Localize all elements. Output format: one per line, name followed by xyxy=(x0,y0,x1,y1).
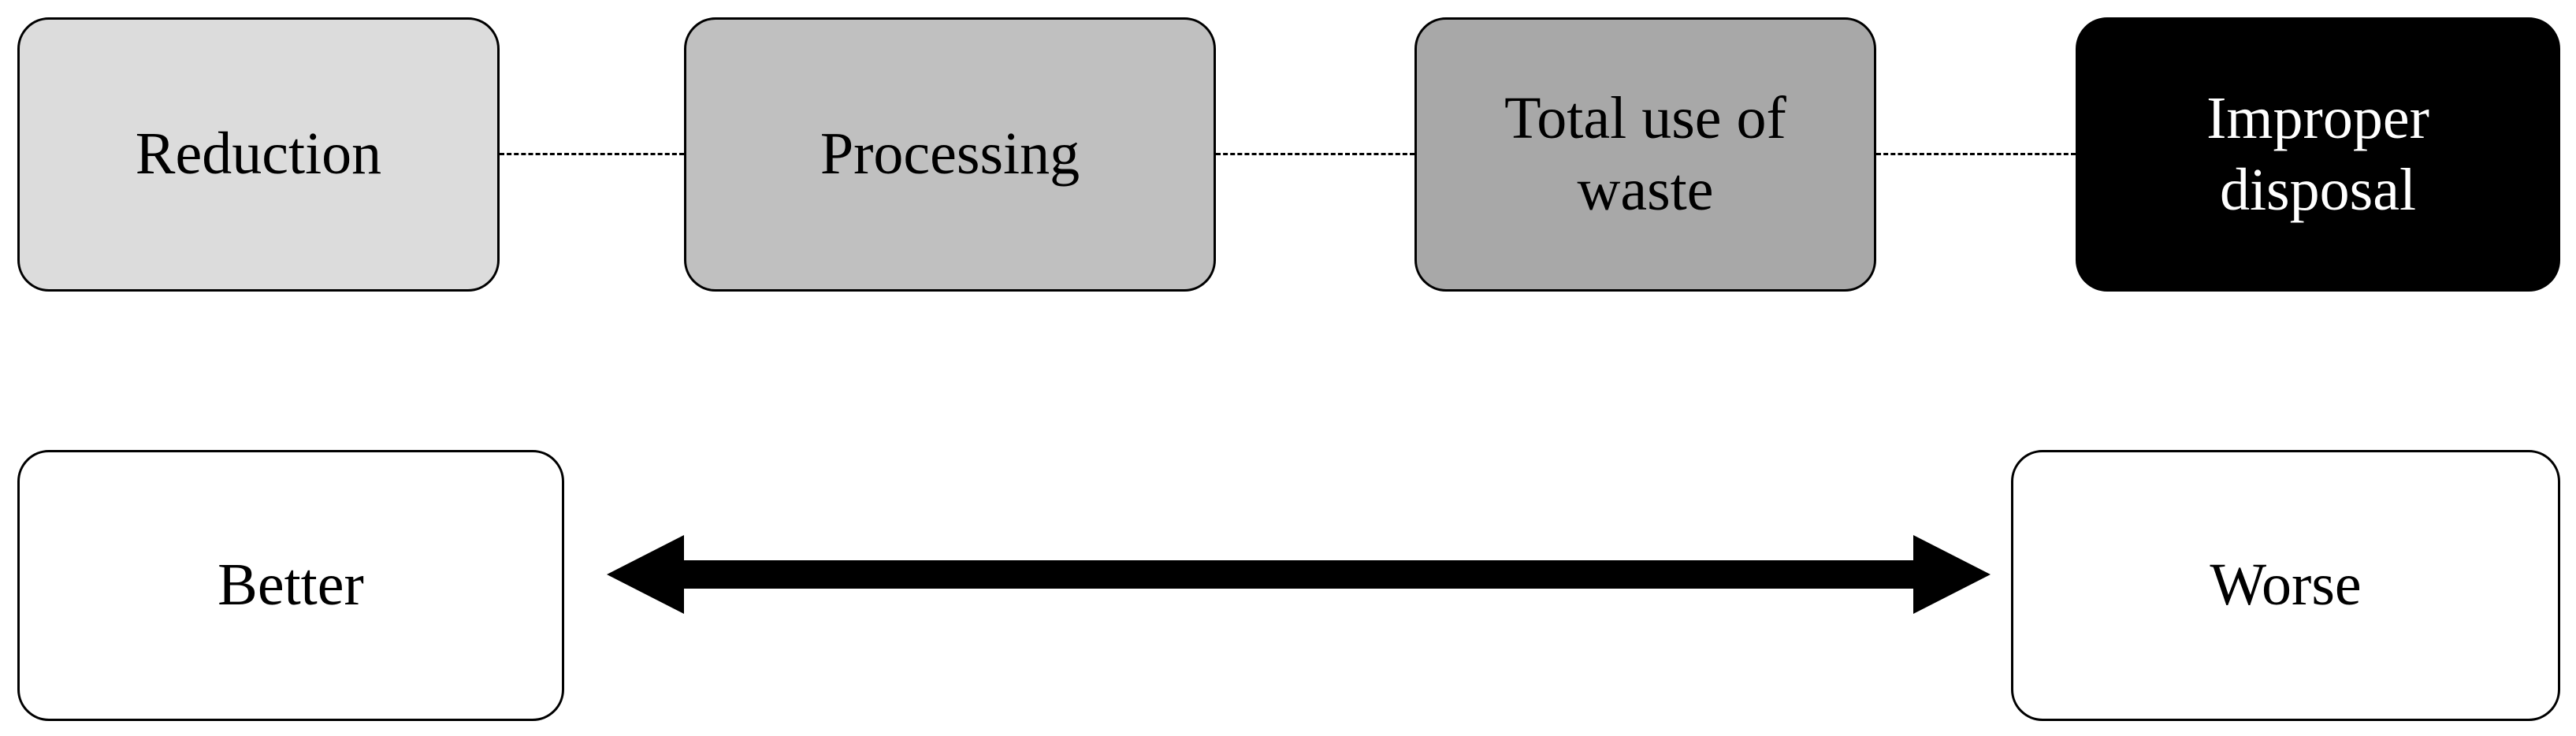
level-label-processing: Processing xyxy=(820,121,1080,188)
level-label-reduction: Reduction xyxy=(135,121,382,188)
dashed-connector xyxy=(1216,153,1414,155)
arrow-head-left xyxy=(607,535,684,614)
scale-label-worse: Worse xyxy=(2210,552,2362,619)
scale-box-better: Better xyxy=(17,450,564,721)
level-box-processing: Processing xyxy=(684,17,1216,292)
level-label-improper-disposal: Improper disposal xyxy=(2206,84,2429,223)
level-label-total-use-of-waste: Total use of waste xyxy=(1504,84,1786,223)
scale-box-worse: Worse xyxy=(2011,450,2560,721)
level-box-reduction: Reduction xyxy=(17,17,500,292)
level-box-total-use-of-waste: Total use of waste xyxy=(1414,17,1876,292)
level-box-improper-disposal: Improper disposal xyxy=(2076,17,2560,292)
arrow-shaft xyxy=(684,560,1913,589)
dashed-connector xyxy=(1876,153,2076,155)
dashed-connector xyxy=(500,153,684,155)
scale-label-better: Better xyxy=(217,552,364,619)
arrow-head-right xyxy=(1913,535,1991,614)
